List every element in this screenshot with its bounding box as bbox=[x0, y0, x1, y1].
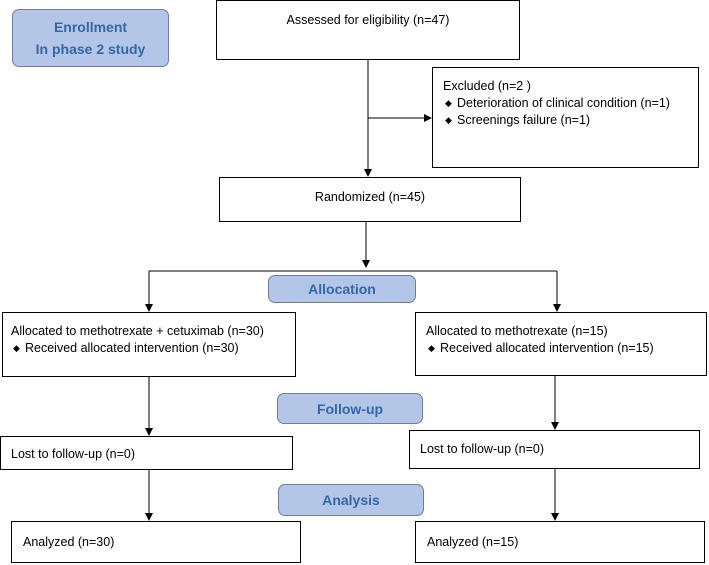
assessed-text: Assessed for eligibility (n=47) bbox=[286, 13, 450, 27]
left-allocated-text: Allocated to methotrexate + cetuximab (n… bbox=[11, 324, 264, 338]
followup-stage-label: Follow-up bbox=[277, 393, 423, 424]
analysis-stage-label: Analysis bbox=[278, 484, 424, 516]
left-received-item: ◆ Received allocated intervention (n=30) bbox=[11, 340, 295, 357]
excluded-title: Excluded (n=2 ) bbox=[443, 79, 531, 93]
excluded-item: ◆ Screenings failure (n=1) bbox=[443, 112, 698, 129]
followup-text: Follow-up bbox=[316, 400, 384, 417]
left-analyzed-box: Analyzed (n=30) bbox=[11, 521, 301, 563]
randomized-text: Randomized (n=45) bbox=[314, 190, 426, 204]
left-lost-box: Lost to follow-up (n=0) bbox=[0, 436, 293, 470]
right-analyzed-text: Analyzed (n=15) bbox=[427, 535, 519, 549]
assessed-box: Assessed for eligibility (n=47) bbox=[216, 0, 520, 60]
randomized-box: Randomized (n=45) bbox=[219, 177, 521, 222]
right-analyzed-box: Analyzed (n=15) bbox=[415, 521, 705, 563]
bullet-icon: ◆ bbox=[428, 343, 435, 353]
analysis-text: Analysis bbox=[322, 492, 380, 508]
enrollment-line1: Enrollment bbox=[53, 19, 128, 35]
right-allocated-box: Allocated to methotrexate (n=15) ◆ Recei… bbox=[415, 312, 707, 376]
left-received-text: Received allocated intervention (n=30) bbox=[25, 341, 239, 355]
enrollment-line2: In phase 2 study bbox=[35, 41, 146, 57]
excluded-item: ◆ Deterioration of clinical condition (n… bbox=[443, 95, 698, 112]
right-lost-box: Lost to follow-up (n=0) bbox=[409, 430, 700, 469]
right-received-item: ◆ Received allocated intervention (n=15) bbox=[426, 340, 706, 357]
bullet-icon: ◆ bbox=[445, 115, 452, 125]
excluded-item-text: Screenings failure (n=1) bbox=[457, 113, 591, 127]
left-allocated-box: Allocated to methotrexate + cetuximab (n… bbox=[2, 312, 296, 377]
bullet-icon: ◆ bbox=[445, 98, 452, 108]
left-analyzed-text: Analyzed (n=30) bbox=[23, 535, 115, 549]
allocation-stage-label: Allocation bbox=[268, 275, 416, 303]
excluded-box: Excluded (n=2 ) ◆ Deterioration of clini… bbox=[432, 67, 699, 168]
right-received-text: Received allocated intervention (n=15) bbox=[440, 341, 654, 355]
bullet-icon: ◆ bbox=[13, 343, 20, 353]
right-lost-text: Lost to follow-up (n=0) bbox=[420, 442, 545, 456]
enrollment-stage-label: Enrollment In phase 2 study bbox=[12, 9, 169, 67]
allocation-text: Allocation bbox=[308, 281, 376, 297]
excluded-item-text: Deterioration of clinical condition (n=1… bbox=[457, 96, 670, 110]
left-lost-text: Lost to follow-up (n=0) bbox=[11, 447, 136, 461]
right-allocated-text: Allocated to methotrexate (n=15) bbox=[426, 324, 608, 338]
